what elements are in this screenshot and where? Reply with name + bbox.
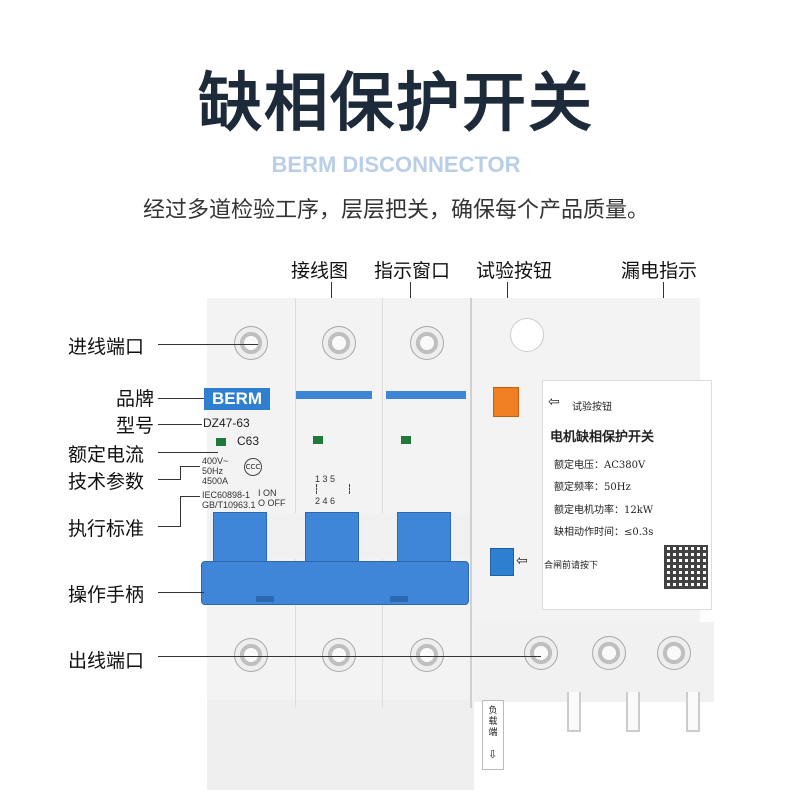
spec-power: 额定电机功率：12kW [554, 505, 654, 516]
callout-tech-params: 技术参数 [68, 471, 145, 493]
load-label: 负载端 [488, 706, 498, 738]
screw-terminal [524, 636, 558, 670]
callout-model: 型号 [116, 415, 155, 437]
wiring-top: 1 3 5 [315, 474, 336, 484]
load-side-tag [482, 700, 504, 770]
screw-terminal [592, 636, 626, 670]
leader-line [180, 496, 200, 497]
callout-test-button: 试验按钮 [476, 260, 553, 282]
pole-divider [295, 298, 296, 708]
leader-line [158, 424, 202, 425]
leader-line [158, 592, 204, 593]
screw-terminal [657, 636, 691, 670]
standard-gb: GB/T10963.1 [202, 500, 256, 510]
spec-voltage: 额定电压：AC380V [554, 460, 646, 471]
qr-code-icon [664, 545, 708, 589]
panel-title: 电机缺相保护开关 [550, 430, 655, 445]
leader-line [158, 656, 541, 657]
leader-line [180, 466, 181, 480]
callout-output-terminal: 出线端口 [68, 650, 145, 672]
brand-logo: BERM [204, 388, 270, 410]
callout-indicator-window: 指示窗口 [374, 260, 451, 282]
screw-terminal [410, 638, 444, 672]
standard-iec: IEC60898-1 [202, 490, 251, 500]
screw-terminal [322, 638, 356, 672]
ccc-mark-icon: CCC [244, 458, 262, 476]
arrow-left-icon: ⇦ [516, 553, 528, 569]
test-label: 试验按钮 [572, 402, 612, 413]
pole-divider [382, 298, 383, 708]
screw-terminal [234, 638, 268, 672]
connector-pin [626, 692, 640, 732]
arrow-left-icon: ⇦ [548, 394, 560, 410]
spec-frequency: 额定频率：50Hz [554, 482, 631, 493]
callout-standard: 执行标准 [68, 518, 145, 540]
reset-label: 合闸前请按下 [544, 561, 599, 571]
handle-lever[interactable] [397, 512, 451, 564]
leader-line [158, 452, 218, 453]
off-label: O OFF [258, 498, 286, 508]
connector-pin [567, 692, 581, 732]
leader-line [158, 344, 258, 345]
callout-rated-current: 额定电流 [68, 444, 145, 466]
operating-handle[interactable] [201, 561, 469, 605]
leader-line [180, 466, 200, 467]
param-breaking: 4500A [202, 476, 229, 486]
wiring-bottom: 2 4 6 [315, 496, 336, 506]
connector-pin [686, 692, 700, 732]
leader-line [180, 496, 181, 527]
handle-notch [390, 596, 408, 602]
pole-stripe [296, 391, 372, 399]
status-window [216, 438, 226, 446]
pole-stripe [386, 391, 466, 399]
callout-handle: 操作手柄 [68, 584, 145, 606]
handle-lever[interactable] [213, 512, 267, 564]
spec-time: 缺相动作时间：≤0.3s [554, 527, 654, 538]
callout-input-terminal: 进线端口 [68, 336, 145, 358]
terminal-hole [510, 318, 544, 352]
param-voltage: 400V~ [202, 456, 229, 466]
handle-lever[interactable] [305, 512, 359, 564]
current-rating: C63 [237, 434, 260, 448]
status-window [401, 436, 411, 444]
callout-brand: 品牌 [116, 388, 155, 410]
wiring-diagram-icon [316, 484, 350, 494]
screw-terminal [322, 326, 356, 360]
on-label: I ON [258, 488, 277, 498]
test-button[interactable] [493, 387, 519, 417]
pole-divider [470, 298, 472, 708]
page-subtitle: BERM DISCONNECTOR [271, 152, 521, 177]
reset-button[interactable] [490, 548, 514, 576]
screw-terminal [410, 326, 444, 360]
breaker-base [207, 700, 474, 790]
model-text: DZ47-63 [203, 416, 250, 430]
arrow-down-icon: ⇩ [488, 748, 498, 761]
handle-notch [256, 596, 274, 602]
callout-leakage-indicator: 漏电指示 [621, 260, 698, 282]
screw-terminal [234, 326, 268, 360]
leader-line [158, 526, 180, 527]
page-title: 缺相保护开关 [198, 67, 594, 141]
status-window [313, 436, 323, 444]
callout-wiring-diagram: 接线图 [291, 260, 349, 282]
leader-line [158, 479, 180, 480]
param-frequency: 50Hz [202, 466, 224, 476]
slogan: 经过多道检验工序，层层把关，确保每个产品质量。 [142, 198, 649, 223]
leader-line [158, 398, 204, 399]
